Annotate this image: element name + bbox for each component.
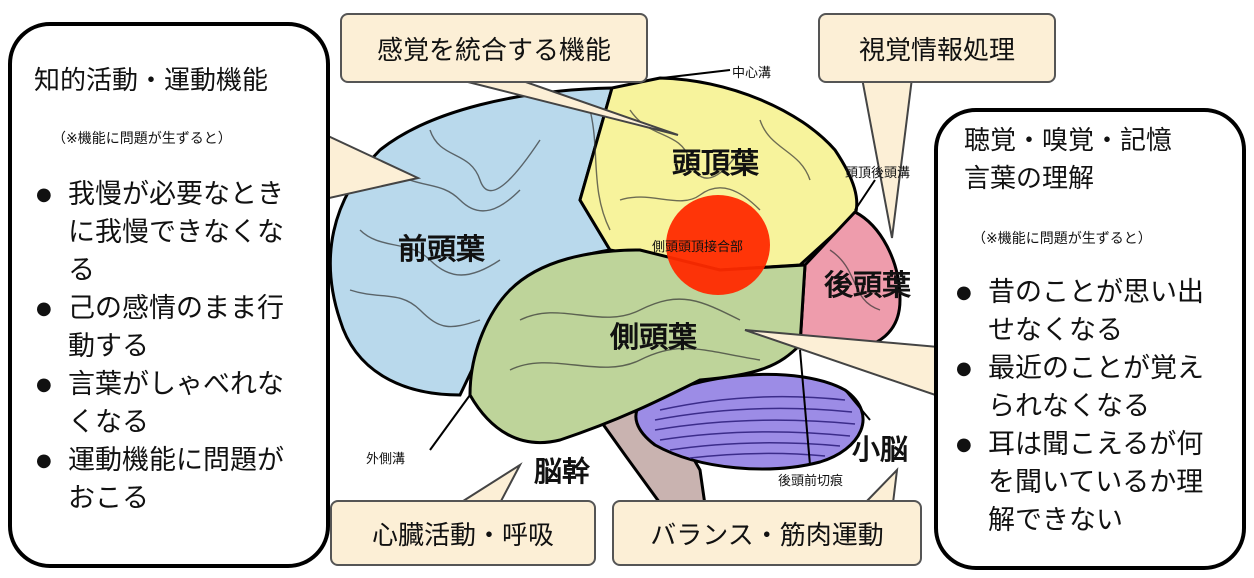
list-item: 耳は聞こえるが何を聞いているか理解できない [954, 426, 1208, 540]
frontal-lobe-label: 前頭葉 [398, 232, 486, 266]
right-callout: 聴覚・嗅覚・記憶 言葉の理解 （※機能に問題が生ずると） 昔のことが思い出せなく… [934, 108, 1246, 570]
occipital-lobe-label: 後頭葉 [824, 268, 912, 302]
parietal-lobe-label: 頭頂葉 [672, 146, 760, 180]
cerebellum-region [634, 372, 865, 471]
temporal-region [468, 248, 807, 445]
temporal-lobe-label: 側頭葉 [610, 320, 698, 354]
left-callout-bullet-list: 我慢が必要なときに我慢できなくなる 己の感情のまま行動する 言葉がしゃべれなくな… [34, 176, 298, 518]
list-item: 昔のことが思い出せなくなる [954, 274, 1208, 350]
right-callout-bullet-list: 昔のことが思い出せなくなる 最近のことが覚えられなくなる 耳は聞こえるが何を聞い… [954, 274, 1208, 540]
balance-muscle-box: バランス・筋肉運動 [612, 500, 922, 566]
heart-box-pointer [456, 462, 523, 504]
tpo-junction-label: 側頭頭頂接合部 [652, 240, 744, 255]
left-callout: 知的活動・運動機能 （※機能に問題が生ずると） 我慢が必要なときに我慢できなくな… [8, 22, 330, 568]
heart-breathing-box: 心臓活動・呼吸 [330, 500, 596, 566]
sensory-integration-box: 感覚を統合する機能 [340, 13, 648, 83]
balance-box-pointer [862, 467, 899, 504]
brainstem-label: 脳幹 [534, 455, 591, 488]
right-callout-title-line2: 言葉の理解 [964, 164, 1095, 194]
list-item: 言葉がしゃべれなくなる [34, 366, 298, 442]
left-callout-note: （※機能に問題が生ずると） [52, 131, 232, 147]
visual-processing-box: 視覚情報処理 [818, 13, 1056, 83]
visual-box-pointer [860, 77, 914, 239]
central-sulcus-label: 中心溝 [732, 66, 772, 81]
list-item: 最近のことが覚えられなくなる [954, 350, 1208, 426]
tpo-junction-highlight [666, 195, 770, 295]
parieto-occipital-sulcus-label: 頭頂後頭溝 [845, 166, 911, 181]
preoccipital-notch-label: 後頭前切痕 [778, 474, 844, 489]
list-item: 己の感情のまま行動する [34, 290, 298, 366]
list-item: 我慢が必要なときに我慢できなくなる [34, 176, 298, 290]
lateral-sulcus-label: 外側溝 [366, 452, 406, 467]
right-callout-note: （※機能に問題が生ずると） [972, 231, 1152, 247]
right-callout-title-line1: 聴覚・嗅覚・記憶 [964, 126, 1173, 156]
cerebellum-label: 小脳 [852, 433, 909, 466]
left-callout-title: 知的活動・運動機能 [34, 66, 269, 96]
list-item: 運動機能に問題がおこる [34, 442, 298, 518]
